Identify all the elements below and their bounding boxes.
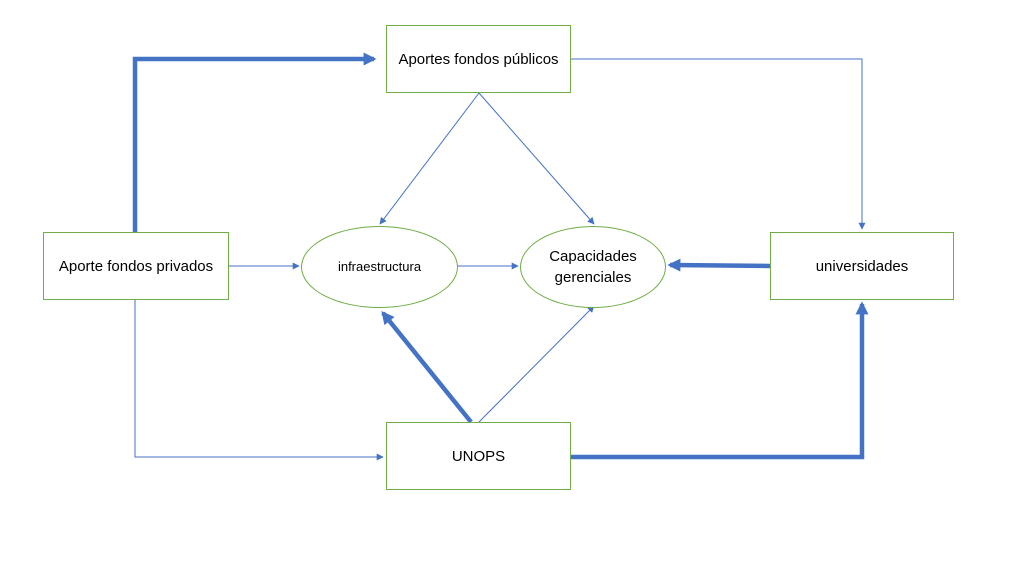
node-capacidades-gerenciales-label: Capacidades gerenciales <box>549 248 637 286</box>
edge-publicos-to-universidades <box>571 58 866 230</box>
node-universidades: universidades <box>770 232 954 300</box>
node-aportes-fondos-publicos-label: Aportes fondos públicos <box>398 50 559 68</box>
edge-privados-to-unops <box>134 300 384 461</box>
edge-unops-to-universidades <box>571 301 869 460</box>
edge-universidades-to-capacidades <box>667 258 771 272</box>
node-unops-label: UNOPS <box>451 447 506 465</box>
edge-unops-to-infraestructura <box>381 310 473 424</box>
node-aporte-fondos-privados-label: Aporte fondos privados <box>58 257 214 275</box>
node-capacidades-gerenciales: Capacidades gerenciales <box>520 226 666 308</box>
edge-publicos-to-infraestructura <box>379 92 480 225</box>
node-infraestructura-label: infraestructura <box>337 259 422 274</box>
node-aportes-fondos-publicos: Aportes fondos públicos <box>386 25 571 93</box>
node-universidades-label: universidades <box>815 257 909 275</box>
edge-unops-to-capacidades <box>478 305 595 423</box>
edge-publicos-to-capacidades <box>478 92 595 225</box>
node-unops: UNOPS <box>386 422 571 490</box>
node-infraestructura: infraestructura <box>301 226 458 308</box>
node-aporte-fondos-privados: Aporte fondos privados <box>43 232 229 300</box>
edge-privados-to-publicos <box>132 52 377 232</box>
